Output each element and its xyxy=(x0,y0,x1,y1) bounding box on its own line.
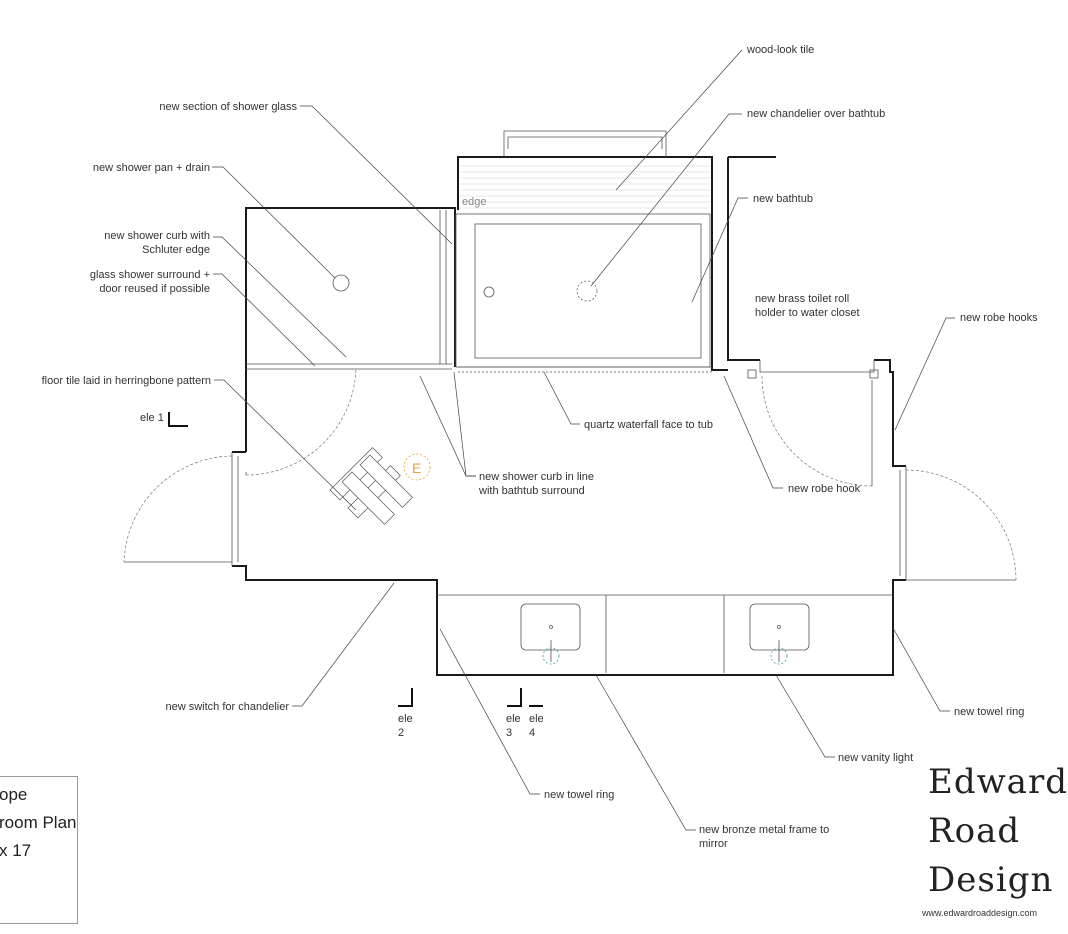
label-glass-surround-1: glass shower surround + xyxy=(90,269,210,281)
doors xyxy=(123,368,1017,581)
bathtub xyxy=(455,165,712,373)
label-robe-hooks: new robe hooks xyxy=(960,312,1038,324)
label-new-chandelier: new chandelier over bathtub xyxy=(747,108,885,120)
sink-right xyxy=(749,603,810,651)
label-curb-in-line-1: new shower curb in line xyxy=(479,471,594,483)
label-toilet-roll-1: new brass toilet roll xyxy=(755,293,849,305)
shower xyxy=(246,210,452,370)
label-bronze-frame-1: new bronze metal frame to xyxy=(699,824,829,836)
ele-3-num: 3 xyxy=(506,727,512,739)
brand-website: www.edwardroaddesign.com xyxy=(922,908,1038,918)
leader-lines xyxy=(212,49,955,831)
label-toilet-roll-2: holder to water closet xyxy=(755,307,860,319)
wood-look-tile-hatch xyxy=(460,165,710,209)
title-block-line-3: x 17 xyxy=(0,841,32,860)
brand-line-3: Design xyxy=(928,860,1054,900)
e-marker-label: E xyxy=(412,460,421,476)
ele-4-num: 4 xyxy=(529,727,535,739)
herringbone-tile-sample xyxy=(329,447,413,525)
brand-line-1: Edward xyxy=(928,762,1068,802)
ele-4-word: ele xyxy=(529,713,544,725)
label-shower-glass: new section of shower glass xyxy=(159,101,297,113)
brand-line-2: Road xyxy=(928,811,1021,851)
ele-2-num: 2 xyxy=(398,727,404,739)
ele-1-label: ele 1 xyxy=(140,412,164,424)
e-marker xyxy=(403,453,431,481)
label-vanity-light: new vanity light xyxy=(838,752,913,764)
shower-drain xyxy=(332,274,350,292)
label-floor-tile: floor tile laid in herringbone pattern xyxy=(42,375,211,387)
ele-2-word: ele xyxy=(398,713,413,725)
title-block-line-2: room Plan xyxy=(0,813,77,832)
label-shower-curb-1: new shower curb with xyxy=(104,230,210,242)
label-curb-in-line-2: with bathtub surround xyxy=(478,485,585,497)
vanity xyxy=(437,594,893,673)
label-edge: edge xyxy=(462,196,486,208)
label-robe-hook: new robe hook xyxy=(788,483,861,495)
annotation-labels: wood-look tile new chandelier over batht… xyxy=(42,44,1039,850)
label-shower-curb-2: Schluter edge xyxy=(142,244,210,256)
label-shower-pan: new shower pan + drain xyxy=(93,162,210,174)
chandelier-marker xyxy=(576,280,598,302)
label-glass-surround-2: door reused if possible xyxy=(99,283,210,295)
sink-left xyxy=(520,603,581,651)
label-wood-look-tile: wood-look tile xyxy=(746,44,814,56)
title-block: ope room Plan x 17 xyxy=(0,776,78,924)
label-quartz-waterfall: quartz waterfall face to tub xyxy=(584,419,713,431)
elevation-markers xyxy=(168,412,543,707)
label-new-bathtub: new bathtub xyxy=(753,193,813,205)
label-towel-ring-right: new towel ring xyxy=(954,706,1024,718)
title-block-line-1: ope xyxy=(0,785,28,804)
ele-3-word: ele xyxy=(506,713,521,725)
label-towel-ring-bottom: new towel ring xyxy=(544,789,614,801)
walls xyxy=(231,130,907,676)
label-switch-chandelier: new switch for chandelier xyxy=(165,701,289,713)
label-bronze-frame-2: mirror xyxy=(699,838,728,850)
